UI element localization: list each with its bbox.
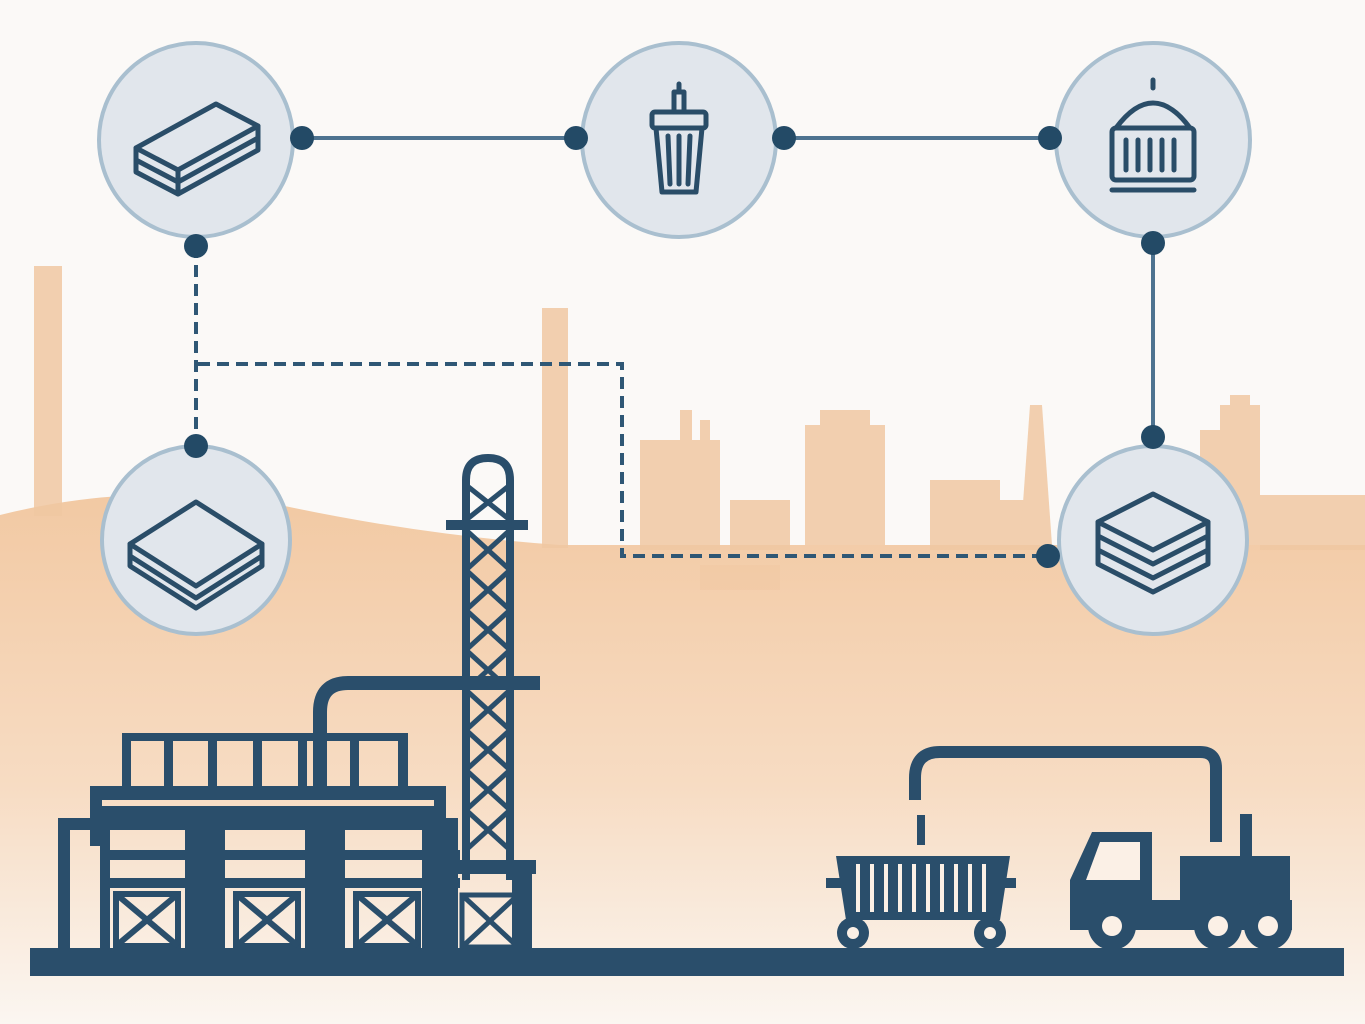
node-top-right: [1054, 41, 1252, 239]
stacked-plates-icon: [133, 101, 261, 197]
lattice-tower: [446, 453, 536, 950]
dome-container-icon: [1109, 77, 1197, 193]
mining-cart: [826, 746, 1222, 949]
links: [194, 136, 1155, 558]
node-top-center: [580, 41, 778, 239]
refinery-plant: [58, 676, 540, 949]
ground-line: [30, 948, 1344, 976]
stacked-layers-icon: [1095, 491, 1211, 595]
connector-dots: [184, 126, 1165, 568]
crane-truck: [1070, 814, 1292, 950]
bucket-container-icon: [649, 81, 709, 195]
node-bottom-right: [1057, 444, 1249, 636]
stacked-sheets-icon: [127, 499, 265, 611]
node-bottom-left: [100, 444, 292, 636]
link-top-left-to-bottom-right: [198, 362, 1048, 558]
node-top-left: [97, 41, 295, 239]
